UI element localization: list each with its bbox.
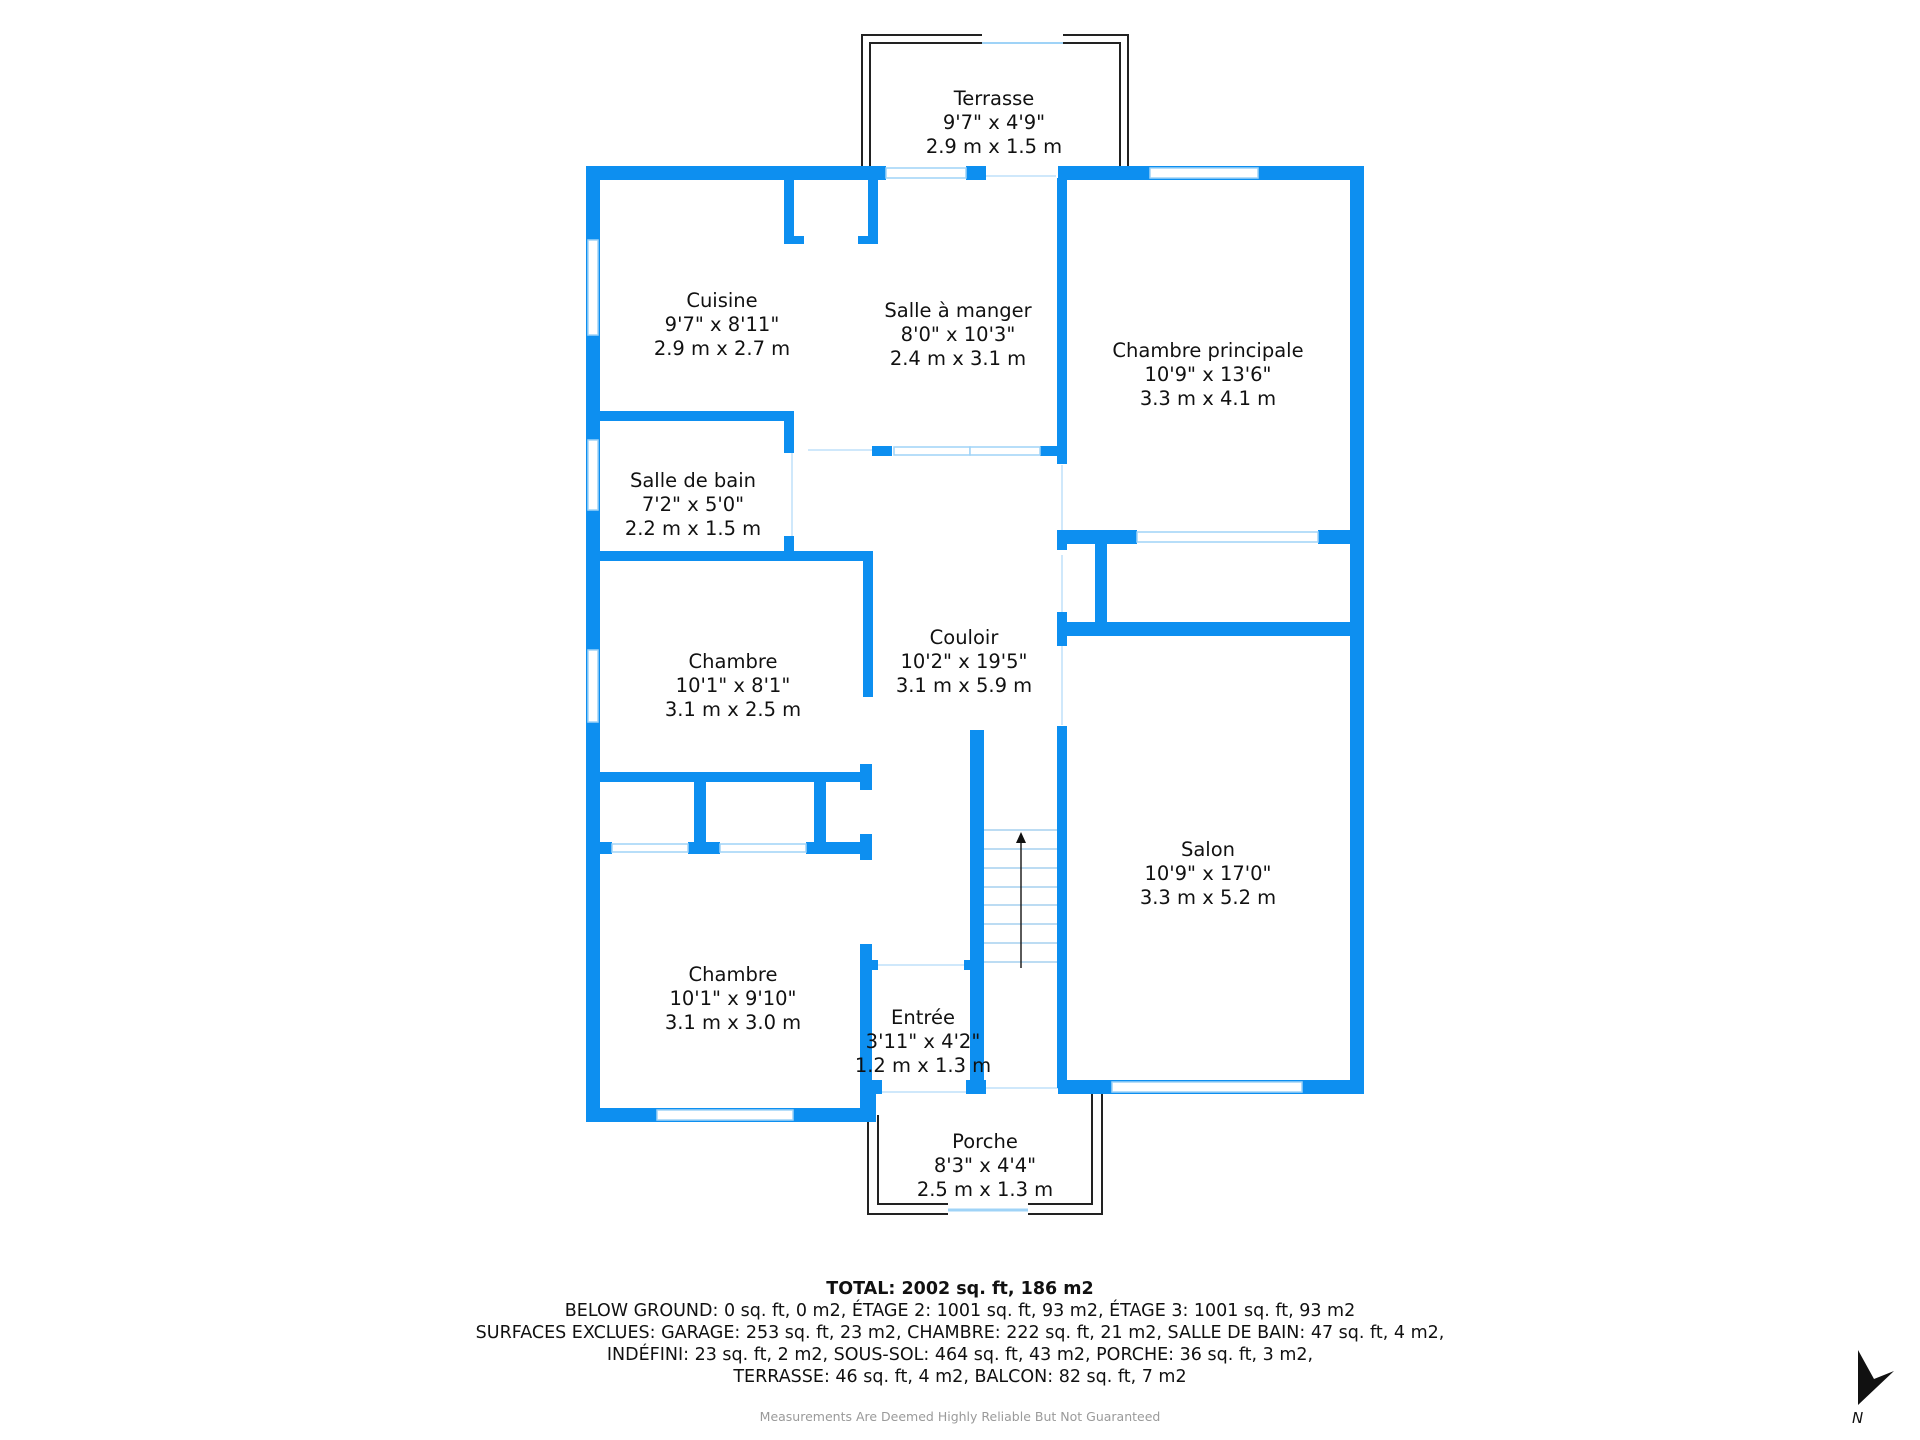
summary-line: SURFACES EXCLUES: GARAGE: 253 sq. ft, 23… bbox=[475, 1323, 1445, 1343]
room-size-imperial: 8'0" x 10'3" bbox=[900, 323, 1016, 346]
room-size-imperial: 10'9" x 17'0" bbox=[1144, 862, 1272, 885]
summary-line: TERRASSE: 46 sq. ft, 4 m2, BALCON: 82 sq… bbox=[733, 1367, 1187, 1387]
room-size-imperial: 10'1" x 8'1" bbox=[675, 674, 791, 697]
room-label-chambre-principale: Chambre principale 10'9" x 13'6" 3.3 m x… bbox=[1112, 339, 1303, 411]
room-name: Salle à manger bbox=[884, 299, 1032, 322]
room-size-metric: 2.5 m x 1.3 m bbox=[916, 1178, 1054, 1201]
room-size-metric: 3.1 m x 2.5 m bbox=[664, 698, 802, 721]
room-name: Chambre principale bbox=[1112, 339, 1304, 362]
room-size-imperial: 3'11" x 4'2" bbox=[865, 1030, 981, 1053]
area-summary: TOTAL: 2002 sq. ft, 186 m2 BELOW GROUND:… bbox=[0, 1278, 1920, 1388]
room-label-salon: Salon 10'9" x 17'0" 3.3 m x 5.2 m bbox=[1140, 838, 1276, 910]
total-area: TOTAL: 2002 sq. ft, 186 m2 bbox=[826, 1279, 1094, 1299]
room-label-porche: Porche 8'3" x 4'4" 2.5 m x 1.3 m bbox=[917, 1130, 1053, 1202]
room-name: Cuisine bbox=[686, 289, 758, 312]
room-size-metric: 2.4 m x 3.1 m bbox=[889, 347, 1027, 370]
room-label-entree: Entrée 3'11" x 4'2" 1.2 m x 1.3 m bbox=[855, 1006, 991, 1078]
room-size-imperial: 10'1" x 9'10" bbox=[669, 987, 797, 1010]
room-name: Salle de bain bbox=[629, 469, 757, 492]
room-size-imperial: 9'7" x 8'11" bbox=[664, 313, 780, 336]
room-size-metric: 3.3 m x 5.2 m bbox=[1139, 886, 1277, 909]
room-label-terrasse: Terrasse 9'7" x 4'9" 2.9 m x 1.5 m bbox=[926, 87, 1062, 159]
room-size-imperial: 10'2" x 19'5" bbox=[900, 650, 1028, 673]
room-name: Chambre bbox=[688, 650, 778, 673]
room-label-chambre: Chambre 10'1" x 9'10" 3.1 m x 3.0 m bbox=[665, 963, 801, 1035]
room-label-couloir: Couloir 10'2" x 19'5" 3.1 m x 5.9 m bbox=[896, 626, 1032, 698]
room-size-metric: 2.9 m x 1.5 m bbox=[925, 135, 1063, 158]
room-size-metric: 2.2 m x 1.5 m bbox=[624, 517, 762, 540]
room-name: Chambre bbox=[688, 963, 778, 986]
north-arrow-icon: N bbox=[1852, 1350, 1894, 1425]
disclaimer: Measurements Are Deemed Highly Reliable … bbox=[759, 1409, 1161, 1424]
room-label-cuisine: Cuisine 9'7" x 8'11" 2.9 m x 2.7 m bbox=[654, 289, 790, 361]
room-label-salle-de-bain: Salle de bain 7'2" x 5'0" 2.2 m x 1.5 m bbox=[625, 469, 761, 541]
windows bbox=[587, 167, 1319, 1121]
room-name: Porche bbox=[952, 1130, 1018, 1153]
room-size-imperial: 9'7" x 4'9" bbox=[942, 111, 1046, 134]
room-label-salle-a-manger: Salle à manger 8'0" x 10'3" 2.4 m x 3.1 … bbox=[884, 299, 1031, 371]
room-name: Entrée bbox=[891, 1006, 955, 1029]
room-name: Salon bbox=[1180, 838, 1236, 861]
room-size-imperial: 10'9" x 13'6" bbox=[1144, 363, 1272, 386]
summary-line: BELOW GROUND: 0 sq. ft, 0 m2, ÉTAGE 2: 1… bbox=[564, 1301, 1356, 1321]
room-size-metric: 3.3 m x 4.1 m bbox=[1139, 387, 1277, 410]
porche-outline bbox=[867, 1094, 1103, 1215]
summary-line: INDÉFINI: 23 sq. ft, 2 m2, SOUS-SOL: 464… bbox=[606, 1345, 1314, 1365]
stairs bbox=[984, 829, 1060, 963]
compass-label: N bbox=[1852, 1409, 1863, 1425]
stair-arrow-icon bbox=[1016, 832, 1026, 843]
room-size-imperial: 8'3" x 4'4" bbox=[933, 1154, 1037, 1177]
room-size-metric: 1.2 m x 1.3 m bbox=[854, 1054, 992, 1077]
room-label-chambre: Chambre 10'1" x 8'1" 3.1 m x 2.5 m bbox=[665, 650, 801, 722]
room-size-metric: 2.9 m x 2.7 m bbox=[653, 337, 791, 360]
room-name: Couloir bbox=[929, 626, 999, 649]
room-name: Terrasse bbox=[953, 87, 1035, 110]
room-size-metric: 3.1 m x 5.9 m bbox=[895, 674, 1033, 697]
room-size-imperial: 7'2" x 5'0" bbox=[641, 493, 745, 516]
room-size-metric: 3.1 m x 3.0 m bbox=[664, 1011, 802, 1034]
